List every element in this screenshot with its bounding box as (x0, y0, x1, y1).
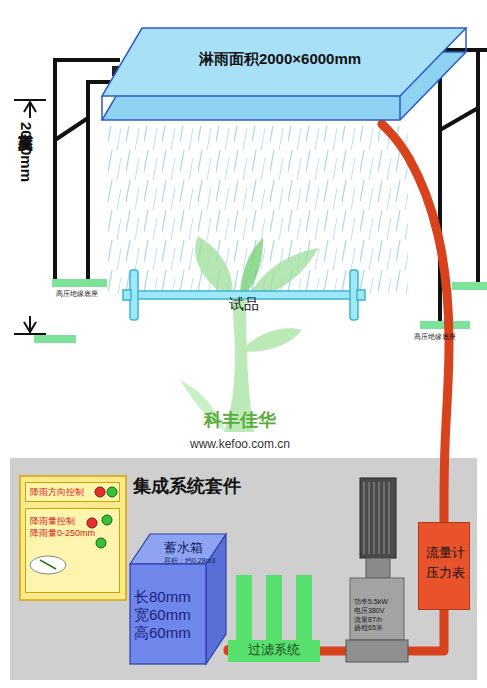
dimension-label: 支架高度2000mm (18, 122, 35, 292)
node-title: 降雨方向控制 (30, 487, 100, 497)
water-tank: 蓄水箱容积：约0.28m3 长80mm 宽60mm 高60mm (128, 532, 228, 667)
insulating-base (34, 335, 76, 343)
indicator-lamp (96, 538, 106, 548)
water-pipe (382, 124, 449, 522)
water-pump-outline (346, 478, 408, 664)
watermark-url: www.kefoo.com.cn (165, 438, 315, 452)
node-title: 过滤系统 (228, 643, 320, 658)
watermark: 科丰佳华 (180, 410, 300, 431)
test-specimen: 试品 (122, 266, 366, 324)
node-text: 长80mm 宽60mm 高60mm (134, 588, 206, 642)
pump-shape (346, 478, 408, 662)
dimension-arrows (14, 100, 46, 334)
control-panel (25, 482, 120, 502)
tank-shape (130, 534, 226, 664)
base-label: 高压绝缘底座 (56, 290, 116, 298)
node-text: 容积：约0.28m3 (164, 557, 226, 565)
flowmeter-box: 流量计 压力表 (418, 522, 470, 610)
indicator-lamp (95, 487, 105, 497)
direction-control-box: 降雨方向控制 (25, 482, 120, 502)
gauge (30, 556, 66, 574)
panel-background (10, 458, 477, 680)
node-title: 淋雨面积2000×6000mm (160, 50, 400, 67)
base-label: 高压绝缘底座 (414, 333, 474, 341)
indicator-lamp (102, 515, 112, 525)
node-title: 降雨量控制 降雨量0-250mm (30, 515, 96, 539)
water-pipe (320, 646, 346, 655)
filter-column (236, 575, 252, 641)
rainfall-control-box: 降雨量控制 降雨量0-250mm (25, 508, 120, 593)
water-pipe (408, 610, 444, 651)
node-title: 集成系统套件 (133, 476, 293, 497)
water-pump: 功率5.5kW 电压380V 流量8T/h 扬程65米 (346, 478, 408, 664)
filter-system: 过滤系统 (228, 640, 320, 662)
rain-plate-edge (102, 28, 466, 120)
logo-mark (180, 236, 318, 432)
rain-area-box: 淋雨面积2000×6000mm (100, 26, 468, 124)
rain-plate (102, 28, 466, 96)
control-panel (25, 508, 120, 593)
filter-column (296, 575, 312, 641)
specimen-frame (123, 270, 365, 320)
indicator-lamp (107, 487, 117, 497)
rain-area-box-outline (100, 26, 468, 124)
indicator-lamp (87, 518, 97, 528)
system-panel: 集成系统套件降雨方向控制降雨量控制 降雨量0-250mm 蓄水箱容积：约0.28m… (10, 458, 477, 680)
insulating-base (452, 282, 487, 290)
control-cabinet (20, 476, 126, 600)
node-title: 流量计 压力表 (422, 543, 468, 582)
node-title: 功率5.5kW 电压380V 流量8T/h 扬程65米 (354, 598, 402, 633)
node-title: 蓄水箱 (164, 541, 224, 556)
insulating-base (52, 279, 107, 287)
gauge-needle (40, 560, 56, 569)
node-title: 试品 (219, 295, 269, 312)
filter-column (266, 575, 282, 641)
